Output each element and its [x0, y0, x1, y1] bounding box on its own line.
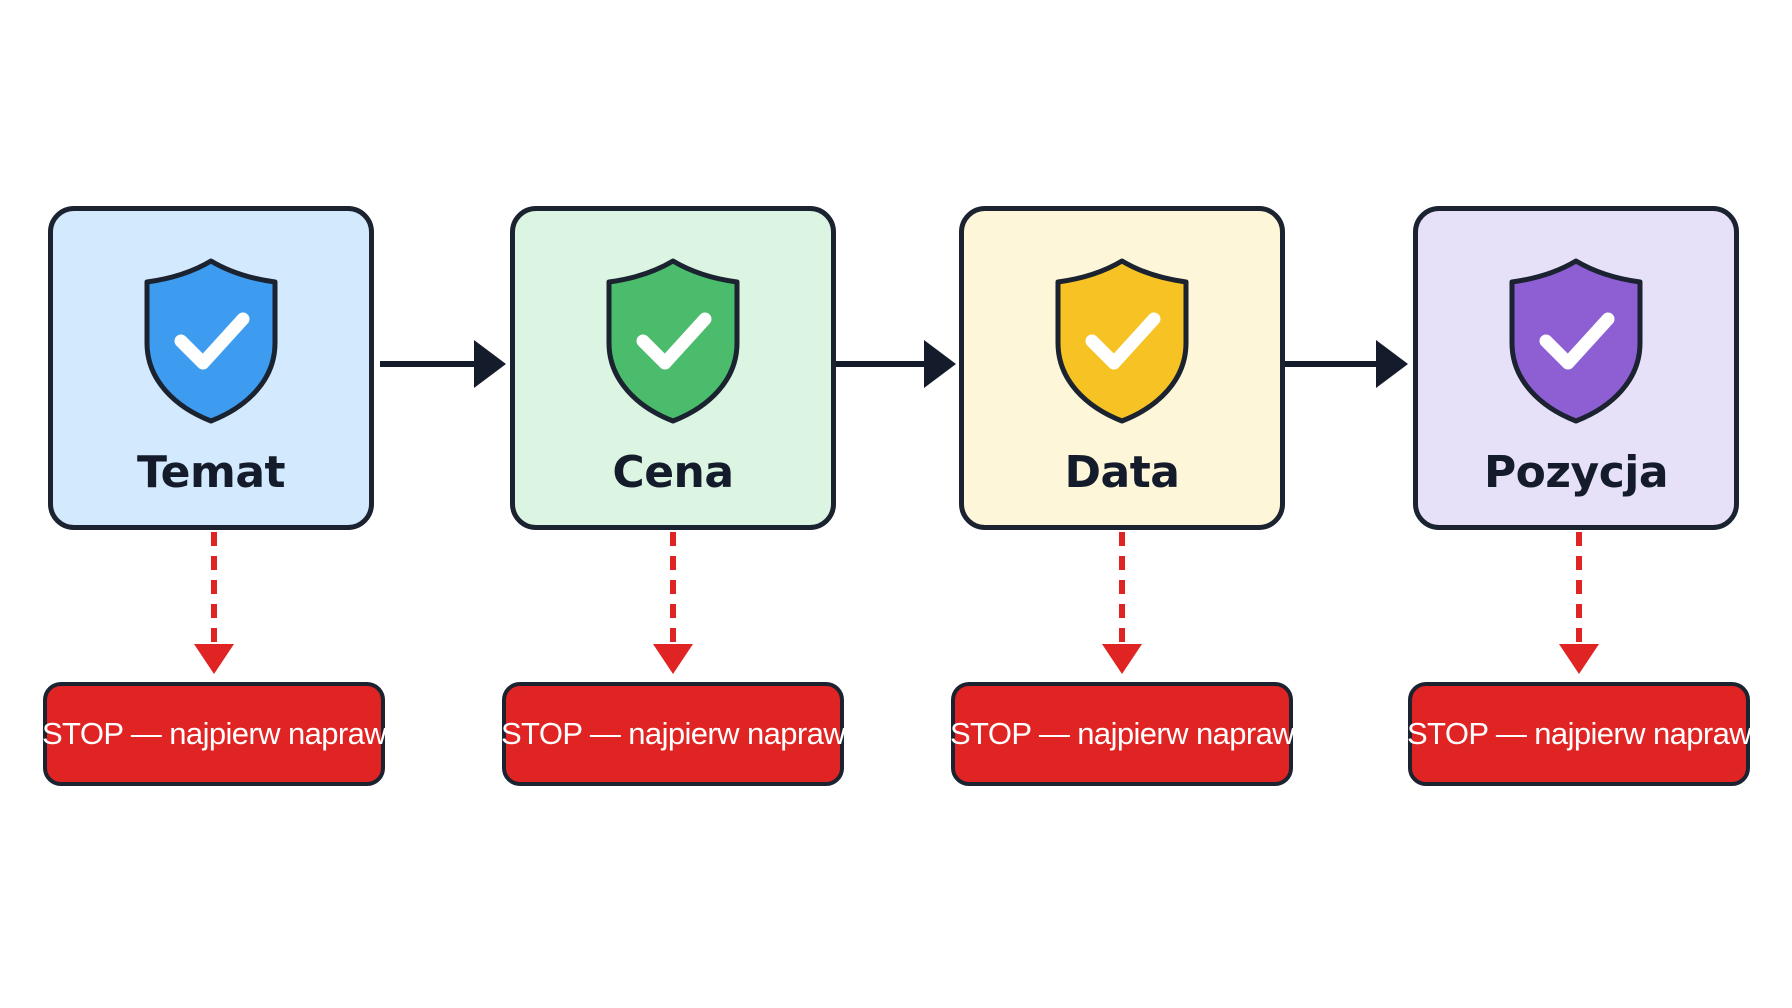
step-card-temat: Temat [48, 206, 374, 530]
shield-check-icon [1509, 258, 1643, 424]
step-label: Temat [136, 447, 286, 498]
stop-box-temat: STOP — najpierw napraw [41, 682, 387, 786]
stop-box-data: STOP — najpierw napraw [949, 682, 1295, 786]
stop-arrow-temat [194, 532, 234, 674]
flow-arrow-cena-to-data [834, 340, 956, 388]
stop-arrow-data [1102, 532, 1142, 674]
step-label: Pozycja [1483, 447, 1669, 498]
stop-label: STOP — najpierw napraw [500, 716, 846, 751]
stop-label: STOP — najpierw napraw [1406, 716, 1752, 751]
shield-check-icon [1055, 258, 1189, 424]
step-label: Cena [612, 447, 734, 498]
flow-arrow-data-to-pozycja [1284, 340, 1408, 388]
stop-label: STOP — najpierw napraw [41, 716, 387, 751]
stop-label: STOP — najpierw napraw [949, 716, 1295, 751]
shield-check-icon [606, 258, 740, 424]
step-card-data: Data [959, 206, 1285, 530]
stop-box-pozycja: STOP — najpierw napraw [1406, 682, 1752, 786]
step-card-pozycja: Pozycja [1413, 206, 1739, 530]
stop-box-cena: STOP — najpierw napraw [500, 682, 846, 786]
step-card-cena: Cena [510, 206, 836, 530]
stop-arrow-pozycja [1559, 532, 1599, 674]
flow-arrow-temat-to-cena [380, 340, 506, 388]
stop-arrow-cena [653, 532, 693, 674]
shield-check-icon [144, 258, 278, 424]
step-label: Data [1064, 447, 1180, 498]
